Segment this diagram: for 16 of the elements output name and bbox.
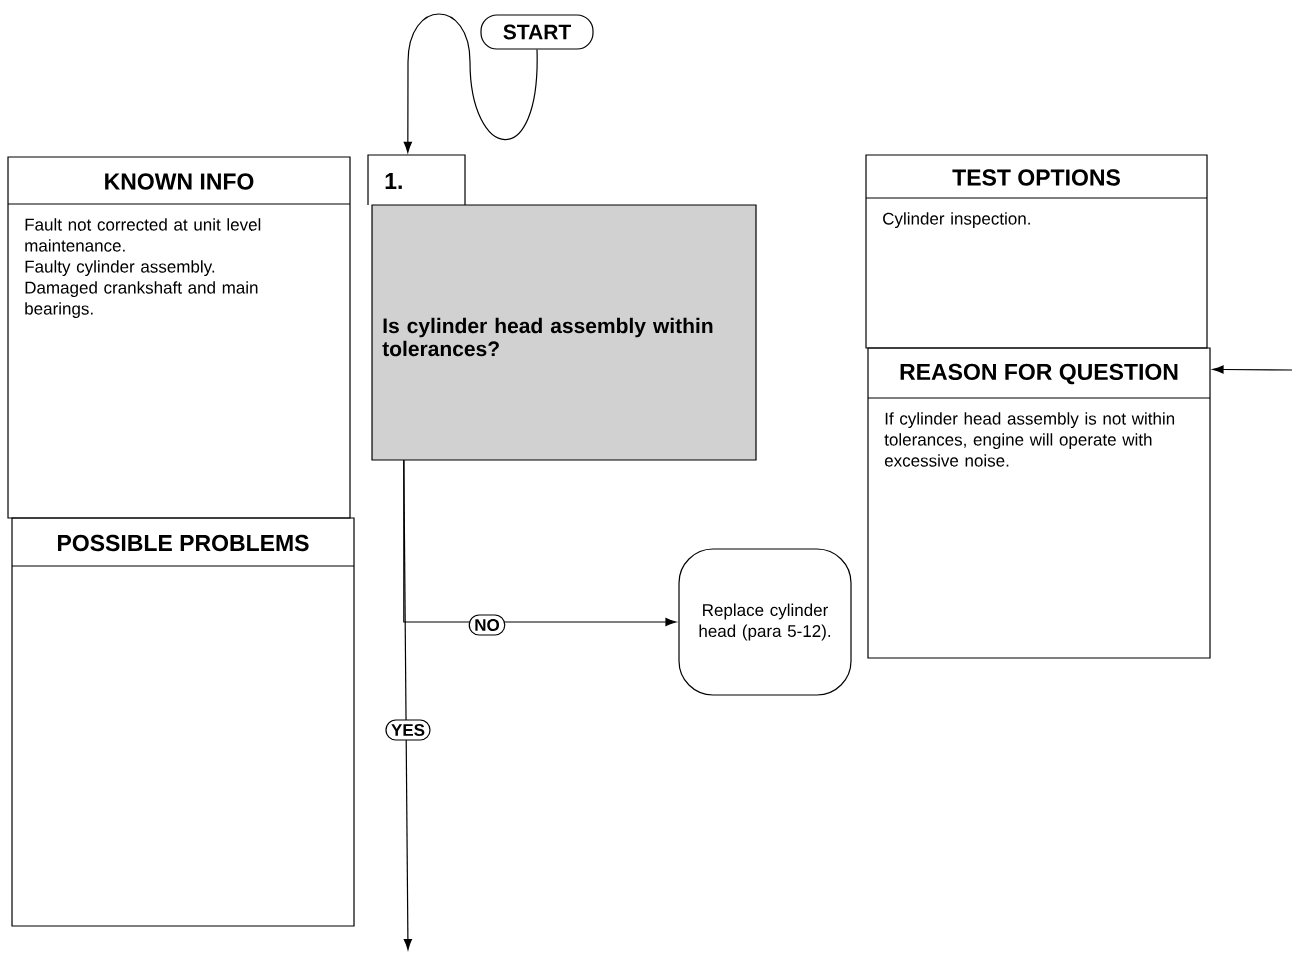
panel-text: Cylinder inspection. xyxy=(883,212,1030,229)
question-box: Is cylinder head assembly within tolerances? xyxy=(371,204,757,461)
panel-heading: KNOWN INFO xyxy=(105,173,254,190)
terminal-box: START xyxy=(480,14,594,50)
edge-label: YES xyxy=(385,719,431,741)
panel-heading: TEST OPTIONS xyxy=(952,169,1120,186)
step-tab: 1. xyxy=(367,154,466,206)
panel-text: If cylinder head assembly is not within tolerances, engine will operate with excessive noise. xyxy=(884,412,1175,467)
arrow xyxy=(1212,365,1293,374)
arrow xyxy=(403,13,538,153)
arrow xyxy=(403,459,412,950)
panel-heading: REASON FOR QUESTION xyxy=(900,363,1178,385)
action-box: Replace cylinder head (para 5-12). xyxy=(678,548,852,696)
panel-heading: POSSIBLE PROBLEMS xyxy=(58,534,309,552)
edge-label: NO xyxy=(468,614,506,636)
panel-text: Fault not corrected at unit level maintenance. Faulty cylinder assembly. Damaged crankshaft and main bearings. xyxy=(25,218,261,319)
